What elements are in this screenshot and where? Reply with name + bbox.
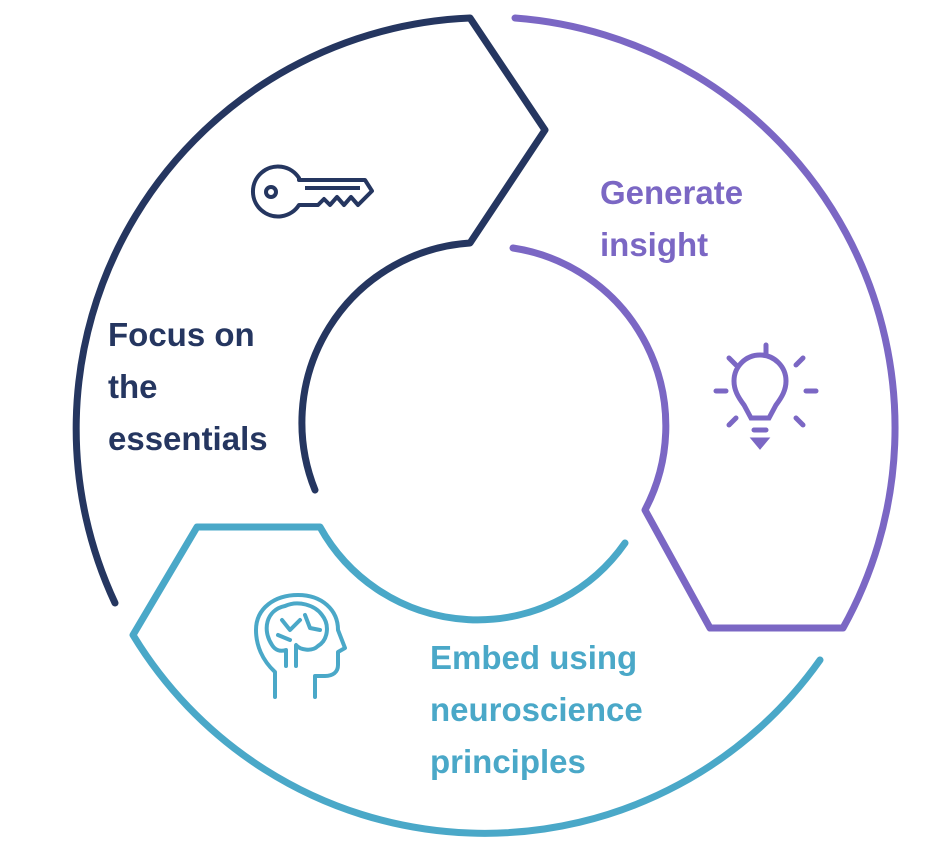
- label-line: Focus on: [108, 316, 255, 353]
- label-generate-insight: Generate insight: [600, 167, 743, 271]
- segment-insight-shape: [509, 14, 899, 632]
- label-line: neuroscience: [430, 691, 643, 728]
- label-focus-on-the-essentials: Focus on the essentials: [108, 309, 268, 465]
- key-icon: [251, 164, 374, 219]
- label-line: Generate: [600, 174, 744, 211]
- label-line: insight: [600, 226, 709, 263]
- segment-embed-shape: [129, 523, 824, 837]
- label-line: essentials: [108, 420, 268, 457]
- brain-head-icon: [254, 593, 347, 699]
- segment-focus-shape: [72, 14, 549, 607]
- label-embed-neuroscience: Embed using neuroscience principles: [430, 632, 643, 788]
- label-line: principles: [430, 743, 586, 780]
- label-line: the: [108, 368, 158, 405]
- label-line: Embed using: [430, 639, 638, 676]
- lightbulb-icon: [713, 342, 819, 450]
